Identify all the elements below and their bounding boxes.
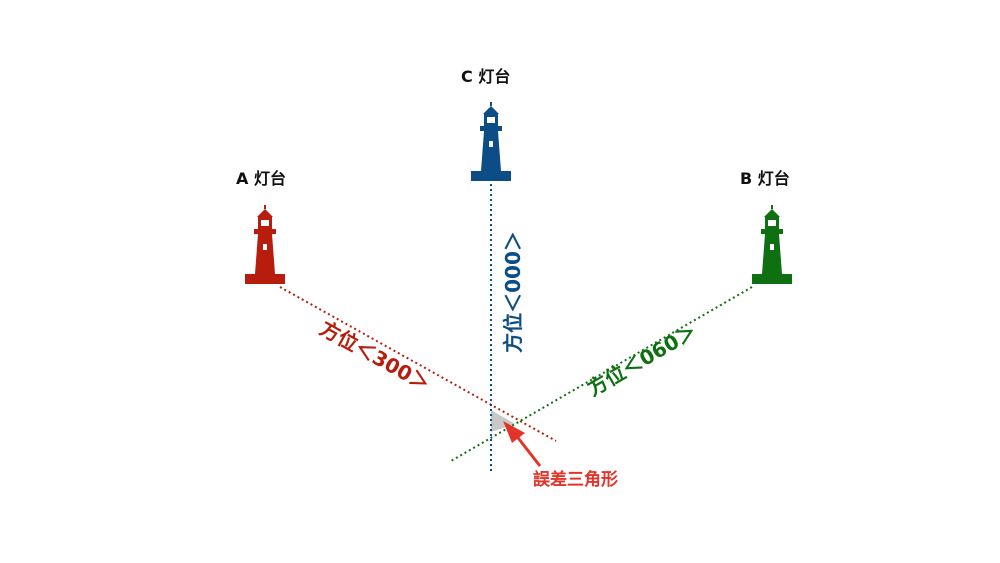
lighthouse-a-label: A 灯台	[236, 169, 286, 188]
error-triangle-label: 誤差三角形	[533, 470, 618, 490]
pointer-arrow-icon	[503, 421, 525, 443]
bearing-label-c: 方位＜000＞	[500, 231, 525, 353]
pointer-arrow-shaft	[513, 433, 542, 467]
lighthouse-a-icon	[245, 205, 285, 284]
lighthouse-b-icon	[752, 205, 792, 284]
lighthouse-c-label: C 灯台	[461, 67, 511, 86]
lighthouse-b-label: B 灯台	[740, 169, 790, 188]
lighthouse-c-icon	[471, 102, 511, 181]
